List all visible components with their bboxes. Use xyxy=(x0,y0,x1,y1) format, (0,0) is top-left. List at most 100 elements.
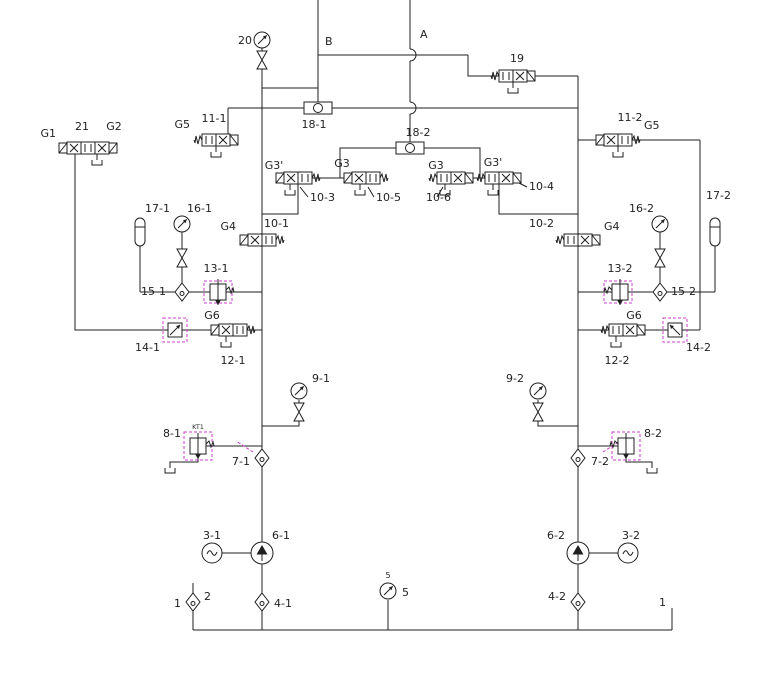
label-10-2: 10-2 xyxy=(529,217,554,230)
shutoff-valve-9-2 xyxy=(532,402,544,422)
tank-12-1 xyxy=(220,341,232,348)
label-1-left: 1 xyxy=(174,597,181,610)
valve-10-5 xyxy=(343,171,389,185)
label-G1: G1 xyxy=(40,127,56,140)
check-valve-7-2 xyxy=(570,448,586,468)
pilot-lines xyxy=(162,280,688,461)
tank-12-2 xyxy=(610,341,622,348)
valve-10-6 xyxy=(428,171,474,185)
relief-valve-13-2 xyxy=(603,278,629,306)
label-G3p-right: G3' xyxy=(484,156,503,169)
pressure-gauge-9-2 xyxy=(529,382,547,400)
valve-10-1 xyxy=(239,233,285,247)
label-4-2: 4-2 xyxy=(548,590,566,603)
label-G5-left: G5 xyxy=(174,118,190,131)
shutoff-valve-9-1 xyxy=(293,402,305,422)
label-8-1: 8-1 xyxy=(163,427,181,440)
valve-11-1 xyxy=(193,133,239,147)
label-5: 5 xyxy=(402,586,409,599)
check-valve-7-1 xyxy=(254,448,270,468)
label-7-2: 7-2 xyxy=(591,455,609,468)
pressure-gauge-20 xyxy=(253,31,271,49)
label-18-2: 18-2 xyxy=(406,126,431,139)
tank-8-2 xyxy=(646,467,658,474)
label-3-2: 3-2 xyxy=(622,529,640,542)
check-valve-15-1 xyxy=(174,282,190,302)
label-6-2: 6-2 xyxy=(547,529,565,542)
label-4-1: 4-1 xyxy=(274,597,292,610)
check-valve-4-1 xyxy=(254,592,270,612)
label-G6-left: G6 xyxy=(204,309,220,322)
pump-6-1 xyxy=(250,541,274,565)
label-10-4: 10-4 xyxy=(529,180,554,193)
label-G5-right: G5 xyxy=(644,119,660,132)
label-12-2: 12-2 xyxy=(605,354,630,367)
check-valve-2 xyxy=(185,592,201,612)
label-3-1: 3-1 xyxy=(203,529,221,542)
tank-8-1 xyxy=(164,467,176,474)
label-21: 21 xyxy=(75,120,89,133)
tank-11-1 xyxy=(210,151,222,158)
label-7-1: 7-1 xyxy=(232,455,250,468)
label-16-2: 16-2 xyxy=(629,202,654,215)
label-G4-right: G4 xyxy=(604,220,620,233)
tank-11-2 xyxy=(612,151,624,158)
label-G4-left: G4 xyxy=(220,220,236,233)
label-13-1: 13-1 xyxy=(204,262,229,275)
pipes xyxy=(74,0,716,631)
label-A: A xyxy=(420,28,428,41)
shutoff-valve-16-1 xyxy=(176,248,188,268)
valve-10-2 xyxy=(555,233,601,247)
label-11-1: 11-1 xyxy=(202,112,227,125)
pump-6-2 xyxy=(566,541,590,565)
label-9-2: 9-2 xyxy=(506,372,524,385)
label-10-5: 10-5 xyxy=(376,191,401,204)
pressure-gauge-16-2 xyxy=(651,215,669,233)
label-10-1: 10-1 xyxy=(264,217,289,230)
label-G2: G2 xyxy=(106,120,122,133)
relief-valve-13-1 xyxy=(209,278,235,306)
tank-21 xyxy=(91,159,103,166)
label-10-3: 10-3 xyxy=(310,191,335,204)
label-19: 19 xyxy=(510,52,524,65)
label-15-1: 15-1 xyxy=(141,285,166,298)
relief-valve-8-2 xyxy=(609,432,635,460)
pressure-gauge-9-1 xyxy=(290,382,308,400)
label-20: 20 xyxy=(238,34,252,47)
label-17-2: 17-2 xyxy=(706,189,731,202)
check-valve-4-2 xyxy=(570,592,586,612)
label-14-1: 14-1 xyxy=(135,341,160,354)
shutoff-valve-16-2 xyxy=(654,248,666,268)
label-G6-right: G6 xyxy=(626,309,642,322)
throttle-valve-14-2 xyxy=(667,322,683,338)
tank-19 xyxy=(507,87,519,94)
label-5-small: 5 xyxy=(385,571,390,580)
tank-10-5 xyxy=(354,189,366,196)
label-16-1: 16-1 xyxy=(187,202,212,215)
label-8-2: 8-2 xyxy=(644,427,662,440)
pressure-gauge-16-1 xyxy=(173,215,191,233)
label-G3-right: G3 xyxy=(428,159,444,172)
tank-10-4 xyxy=(487,189,499,196)
motor-3-2 xyxy=(617,542,639,564)
motor-3-1 xyxy=(201,542,223,564)
label-12-1: 12-1 xyxy=(221,354,246,367)
label-B: B xyxy=(325,35,333,48)
check-valve-15-2 xyxy=(652,282,668,302)
valve-21 xyxy=(58,141,118,155)
label-9-1: 9-1 xyxy=(312,372,330,385)
label-1-right: 1 xyxy=(659,596,666,609)
label-13-2: 13-2 xyxy=(608,262,633,275)
label-KT1: KT1 xyxy=(192,423,204,431)
label-2: 2 xyxy=(204,590,211,603)
accumulator-17-2 xyxy=(709,217,721,247)
labels: 20 B A 19 11-1 G5 18-1 18-2 11-2 G5 G1 2… xyxy=(40,28,731,610)
label-17-1: 17-1 xyxy=(145,202,170,215)
tank-10-3 xyxy=(284,189,296,196)
label-G3-left: G3 xyxy=(334,157,350,170)
valve-18-1 xyxy=(303,101,333,115)
accumulator-17-1 xyxy=(134,217,146,247)
valve-18-2 xyxy=(395,141,425,155)
label-6-1: 6-1 xyxy=(272,529,290,542)
